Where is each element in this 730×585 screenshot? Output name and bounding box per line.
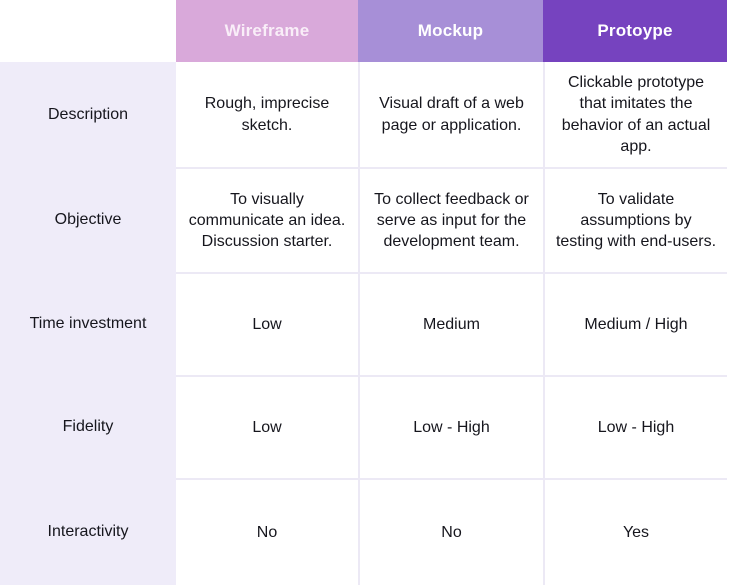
cell-objective-prototype: To validate assumptions by testing with … (543, 167, 727, 272)
row-label-description: Description (0, 62, 176, 167)
corner-spacer (0, 0, 176, 62)
cell-time-mockup: Medium (358, 272, 543, 375)
cell-description-prototype: Clickable prototype that imitates the be… (543, 62, 727, 167)
cell-objective-mockup: To collect feedback or serve as input fo… (358, 167, 543, 272)
cell-interactivity-prototype: Yes (543, 478, 727, 585)
column-header-mockup: Mockup (358, 0, 543, 62)
cell-interactivity-wireframe: No (176, 478, 358, 585)
column-header-wireframe: Wireframe (176, 0, 358, 62)
cell-fidelity-wireframe: Low (176, 375, 358, 478)
cell-objective-wireframe: To visually communicate an idea. Discuss… (176, 167, 358, 272)
cell-description-wireframe: Rough, imprecise sketch. (176, 62, 358, 167)
row-label-fidelity: Fidelity (0, 375, 176, 478)
cell-time-wireframe: Low (176, 272, 358, 375)
cell-interactivity-mockup: No (358, 478, 543, 585)
row-label-objective: Objective (0, 167, 176, 272)
row-label-time-investment: Time investment (0, 272, 176, 375)
column-header-prototype: Protoype (543, 0, 727, 62)
cell-fidelity-mockup: Low - High (358, 375, 543, 478)
cell-description-mockup: Visual draft of a web page or applicatio… (358, 62, 543, 167)
row-label-interactivity: Interactivity (0, 478, 176, 585)
cell-time-prototype: Medium / High (543, 272, 727, 375)
cell-fidelity-prototype: Low - High (543, 375, 727, 478)
